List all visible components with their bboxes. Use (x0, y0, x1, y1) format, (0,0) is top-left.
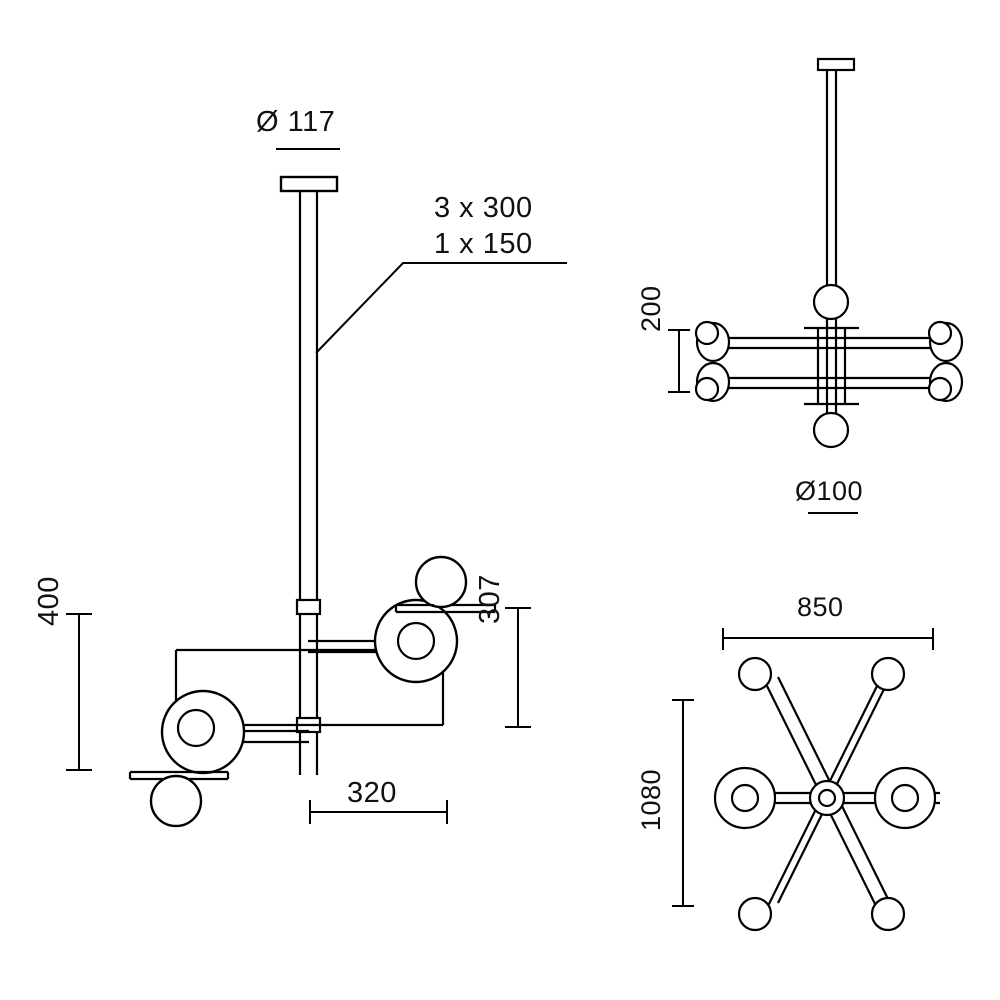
dimension-label-cable-spec-line2: 1 x 150 (434, 228, 533, 260)
side-elevation-geometry (694, 57, 964, 449)
dimension-label-width-850: 850 (797, 592, 844, 622)
dimension-label-shade-diameter: Ø100 (795, 476, 864, 506)
dimension-label-height-400: 400 (33, 576, 65, 626)
dimension-label-height-200: 200 (636, 285, 666, 332)
front-view-dimension-lines (66, 148, 567, 824)
dimension-label-canopy-diameter: Ø 117 (256, 106, 336, 138)
top-plan-geometry (713, 656, 940, 932)
dimension-label-depth-1080: 1080 (636, 768, 666, 831)
front-elevation-geometry (128, 175, 497, 828)
side-view-dimension-lines (668, 329, 858, 514)
top-plan-dimension-lines (672, 628, 934, 907)
dimension-label-cable-spec-line1: 3 x 300 (434, 192, 533, 224)
dimension-label-width-320: 320 (347, 777, 397, 809)
dimension-label-height-307: 307 (474, 574, 506, 624)
